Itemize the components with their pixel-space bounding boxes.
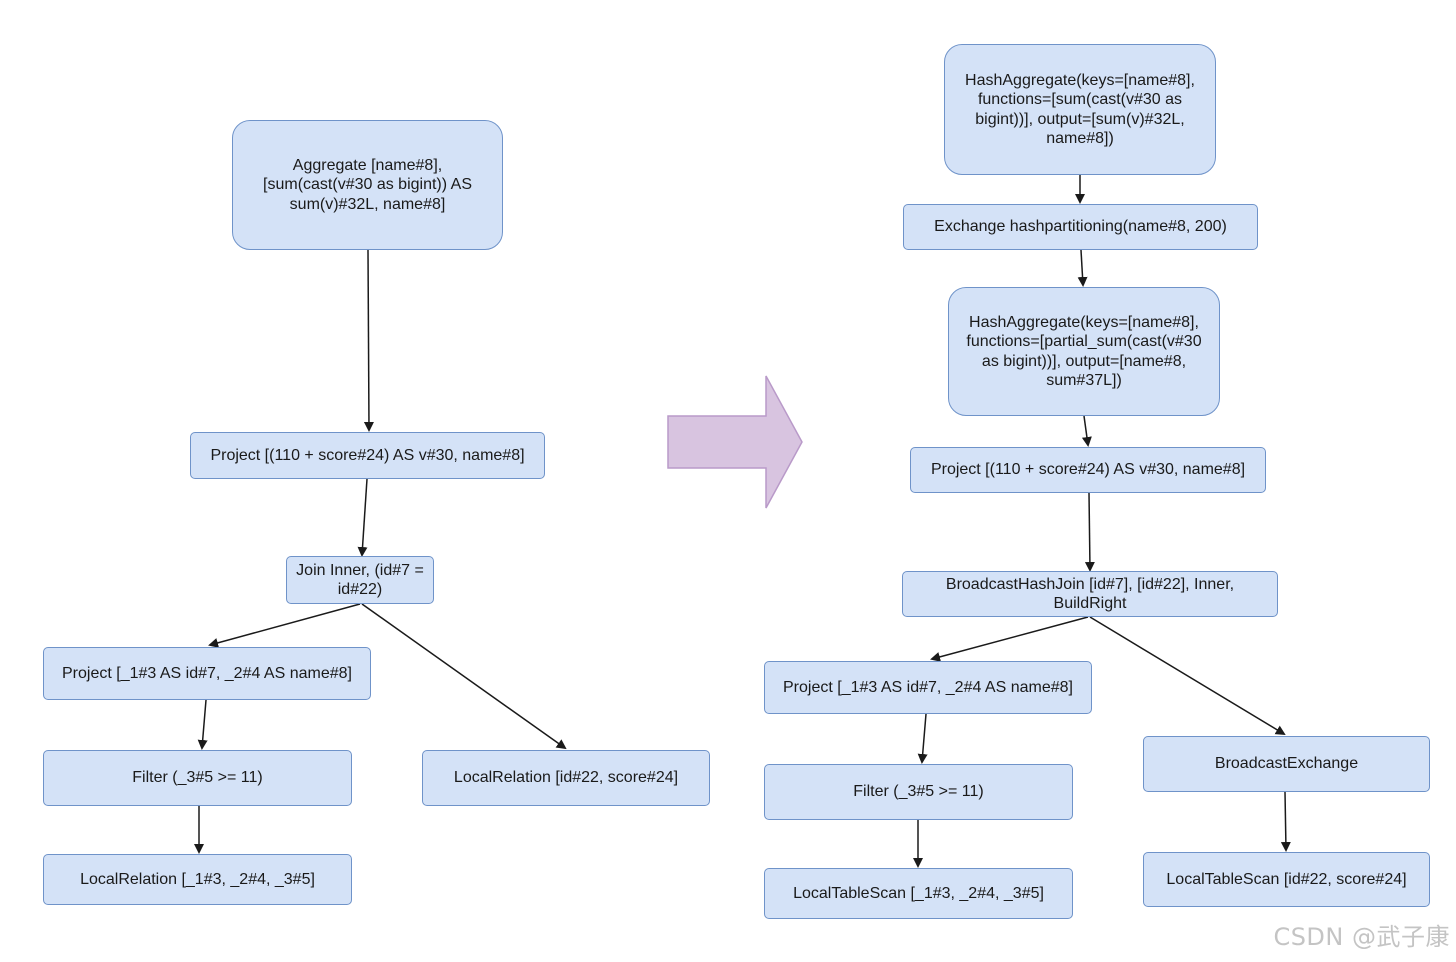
node-broadcast-exchange: BroadcastExchange	[1143, 736, 1430, 792]
node-hash-aggregate-partial: HashAggregate(keys=[name#8], functions=[…	[948, 287, 1220, 416]
edge-join-to-local-relation-right	[361, 603, 567, 750]
node-local-relation-left: LocalRelation [_1#3, _2#4, _3#5]	[43, 854, 352, 905]
node-project-left-right: Project [_1#3 AS id#7, _2#4 AS name#8]	[764, 661, 1092, 714]
edge-project-to-broadcast-join	[1084, 492, 1095, 572]
edge-project-to-join	[357, 478, 368, 557]
edge-project-left-to-filter	[197, 699, 208, 750]
node-filter-left: Filter (_3#5 >= 11)	[43, 750, 352, 806]
node-local-table-scan-right: LocalTableScan [id#22, score#24]	[1143, 852, 1430, 907]
node-local-table-scan-left: LocalTableScan [_1#3, _2#4, _3#5]	[764, 868, 1073, 919]
node-broadcast-hash-join: BroadcastHashJoin [id#7], [id#22], Inner…	[902, 571, 1278, 617]
edge-broadcast-join-to-project-left	[930, 616, 1089, 662]
watermark-text: CSDN @武子康	[1273, 923, 1450, 951]
node-aggregate: Aggregate [name#8], [sum(cast(v#30 as bi…	[232, 120, 503, 250]
edge-hashagg-partial-to-project	[1081, 415, 1092, 447]
edge-exchange-to-hashagg-partial	[1077, 249, 1088, 287]
node-join-inner: Join Inner, (id#7 = id#22)	[286, 556, 434, 604]
node-filter-right: Filter (_3#5 >= 11)	[764, 764, 1073, 820]
edge-broadcast-exchange-to-local-table-scan-right	[1280, 791, 1291, 852]
node-local-relation-right: LocalRelation [id#22, score#24]	[422, 750, 710, 806]
node-exchange: Exchange hashpartitioning(name#8, 200)	[903, 204, 1258, 250]
node-project-top-left: Project [(110 + score#24) AS v#30, name#…	[190, 432, 545, 479]
node-hash-aggregate-final: HashAggregate(keys=[name#8], functions=[…	[944, 44, 1216, 175]
node-project-left-left: Project [_1#3 AS id#7, _2#4 AS name#8]	[43, 647, 371, 700]
transform-arrow-shape	[667, 375, 803, 509]
edge-project-left-to-filter-right	[917, 713, 928, 764]
edge-join-to-project-left	[208, 603, 361, 648]
node-project-top-right: Project [(110 + score#24) AS v#30, name#…	[910, 447, 1266, 493]
edge-broadcast-join-to-broadcast-exchange	[1089, 616, 1286, 736]
edge-aggregate-to-project	[363, 249, 374, 432]
